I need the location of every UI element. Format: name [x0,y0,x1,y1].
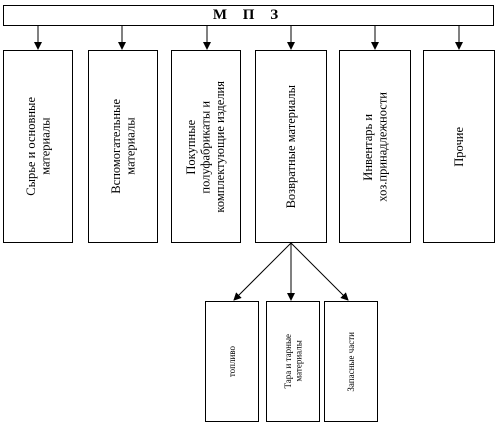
category-label: Сырье и основные материалы [23,97,52,196]
arrow-return-spares [290,242,349,301]
category-label: Покупные полуфабрикаты и комплектующие и… [184,80,228,213]
root-node: М П З [3,5,494,26]
category-inventory: Инвентарь и хоз.принадлежности [339,50,411,243]
sub-category-label: Запасные части [345,331,356,392]
sub-category-spare-parts: Запасные части [324,301,378,422]
category-auxiliary-materials: Вспомогательные материалы [88,50,158,243]
root-label: М П З [212,7,285,23]
arrow-return-fuel [233,242,292,301]
sub-category-fuel: топливо [205,301,259,422]
category-return-materials: Возвратные материалы [255,50,327,243]
category-label: Прочие [451,126,466,167]
sub-category-label: Тара и тарные материалы [282,334,303,389]
category-semi-finished: Покупные полуфабрикаты и комплектующие и… [171,50,241,243]
category-label: Возвратные материалы [283,84,298,209]
sub-category-label: топливо [226,345,237,378]
category-label: Инвентарь и хоз.принадлежности [360,91,389,202]
category-label: Вспомогательные материалы [108,99,137,194]
category-raw-materials: Сырье и основные материалы [3,50,73,243]
sub-category-tare: Тара и тарные материалы [266,301,320,422]
category-other: Прочие [423,50,495,243]
